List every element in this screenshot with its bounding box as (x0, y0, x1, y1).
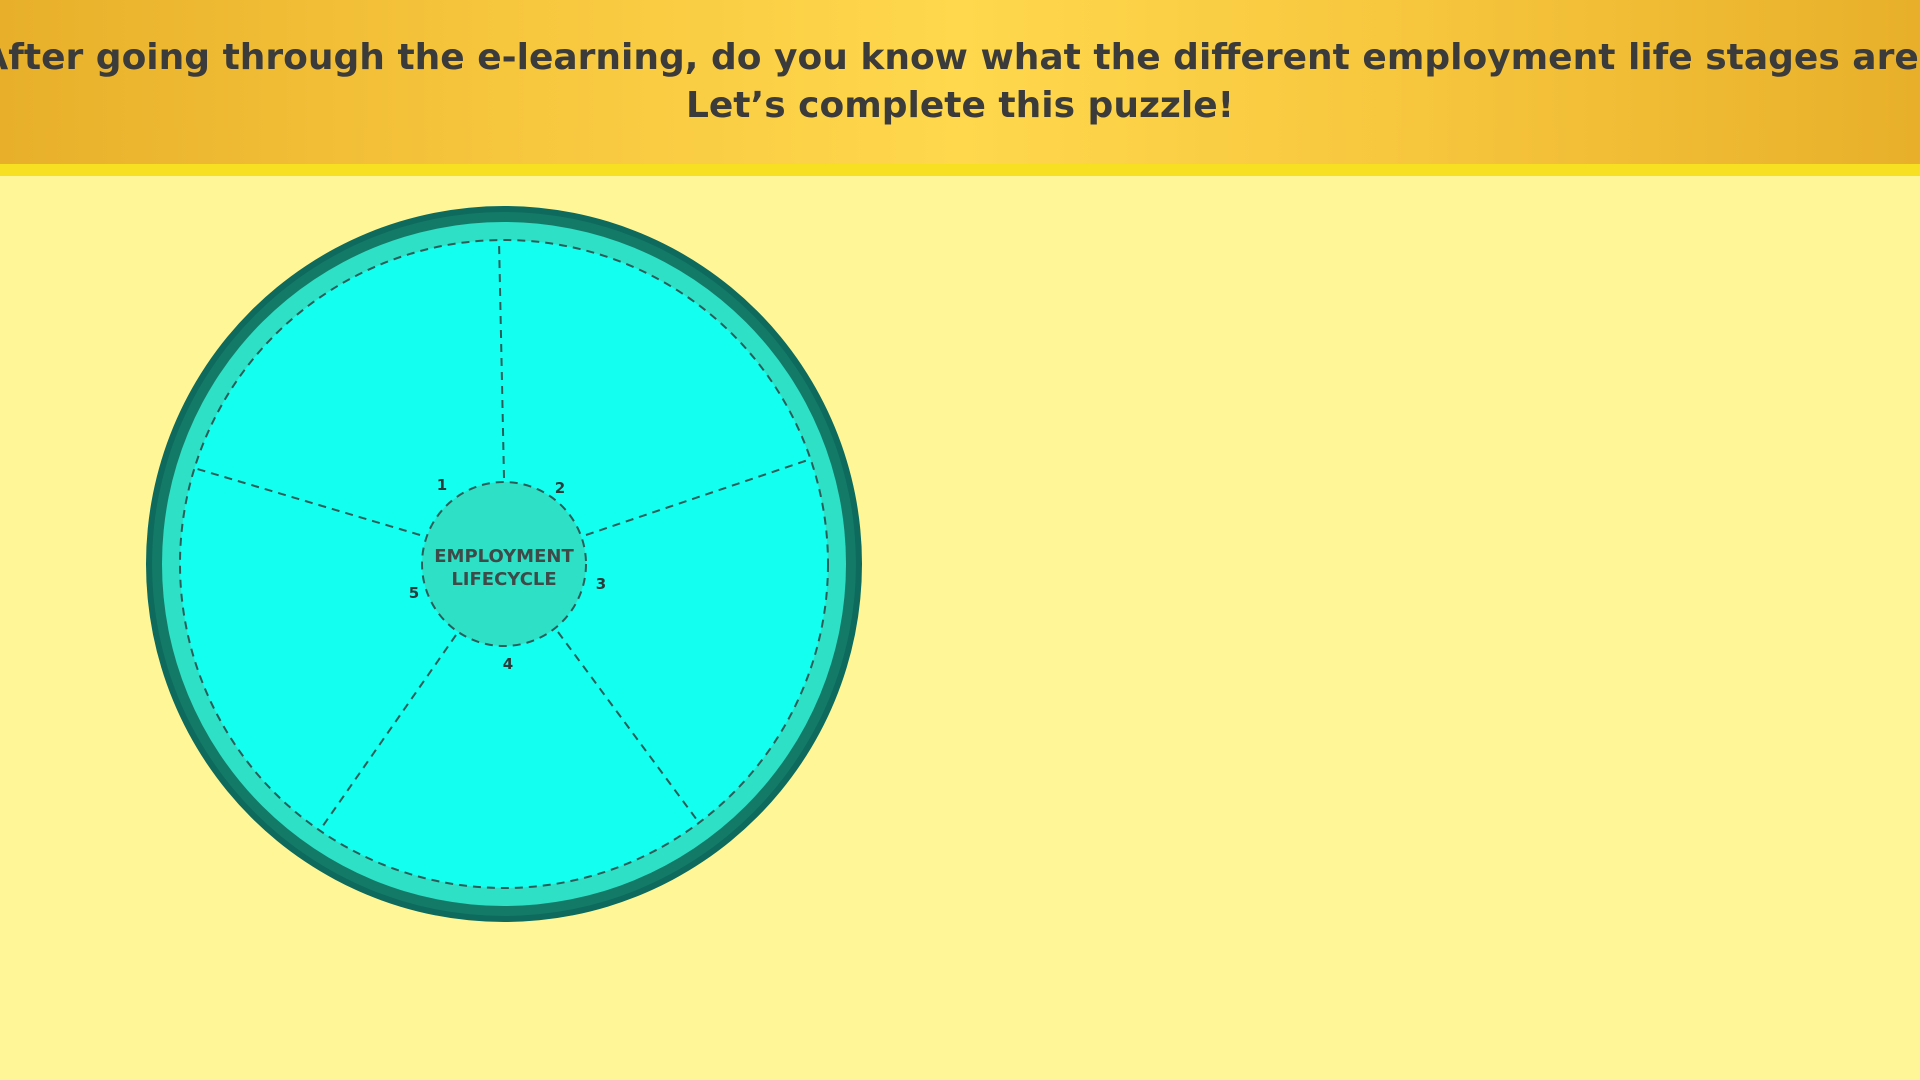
hub-label-line1: EMPLOYMENT (434, 546, 574, 567)
divider-5-1 (193, 467, 421, 536)
instruction-title: After going through the e-learning, do y… (0, 37, 1920, 78)
wheel-dashed-border (179, 239, 829, 889)
instruction-subtitle: Let’s complete this puzzle! (685, 85, 1235, 126)
wheel-hub (421, 481, 587, 647)
slot-number-3: 3 (596, 575, 606, 593)
hub-label-line2: LIFECYCLE (451, 569, 556, 590)
slot-number-2: 2 (555, 479, 565, 497)
divider-1-2 (498, 239, 505, 479)
banner-divider (0, 164, 1920, 176)
divider-4-5 (319, 634, 457, 831)
slot-number-4: 4 (503, 655, 513, 673)
lifecycle-wheel: EMPLOYMENT LIFECYCLE 1 2 3 4 5 (140, 200, 880, 940)
lifecycle-wheel-graphic: EMPLOYMENT LIFECYCLE 1 2 3 4 5 (146, 206, 862, 922)
divider-2-3 (585, 458, 812, 536)
slot-number-5: 5 (409, 584, 419, 602)
divider-3-4 (557, 631, 698, 821)
instruction-banner: After going through the e-learning, do y… (0, 0, 1920, 164)
slot-number-1: 1 (437, 476, 447, 494)
